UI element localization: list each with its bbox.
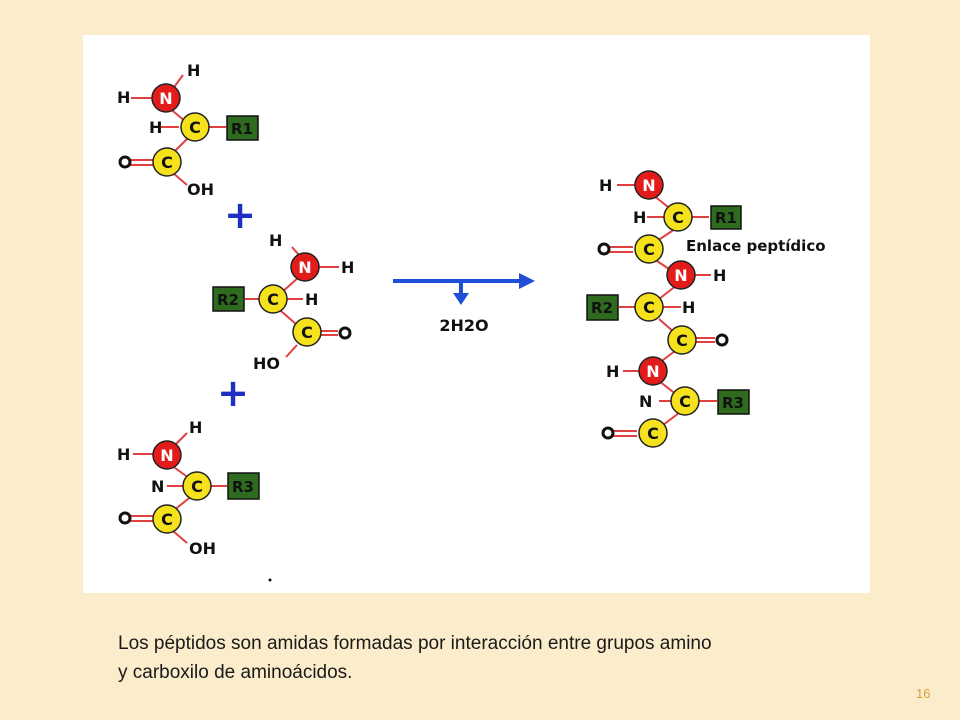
carbon-atom bbox=[180, 112, 210, 142]
oxygen-atom bbox=[338, 326, 352, 340]
nitrogen-label: N bbox=[159, 89, 172, 108]
down-arrow-icon bbox=[453, 293, 469, 305]
hydrogen-atom: H bbox=[633, 208, 646, 227]
plus-sign: + bbox=[217, 371, 249, 415]
r-group-box bbox=[212, 286, 245, 312]
carbon-label: C bbox=[643, 298, 655, 317]
hydrogen-atom: H bbox=[305, 290, 318, 309]
oxygen-label: O bbox=[83, 35, 84, 36]
carbon-atom bbox=[667, 325, 697, 355]
peptide-bond-label: Enlace peptídico bbox=[686, 237, 826, 255]
oxygen-label: O bbox=[83, 35, 84, 36]
carbon-atom bbox=[292, 317, 322, 347]
carbon-atom bbox=[182, 471, 212, 501]
peptide-bond-figure: H H N H C R1 O C OH + H N H R2 C H C bbox=[83, 35, 870, 593]
carbon-label: C bbox=[301, 323, 313, 342]
peptide-diagram: H H N H C R1 O C OH + H N H R2 C H C bbox=[83, 35, 826, 582]
carbon-label: C bbox=[161, 510, 173, 529]
r-group-box bbox=[717, 389, 750, 415]
oxygen-atom bbox=[601, 426, 615, 440]
carbon-atom bbox=[670, 386, 700, 416]
nitrogen-label: N bbox=[160, 446, 173, 465]
carbon-atom bbox=[258, 284, 288, 314]
oxygen-label: O bbox=[83, 35, 84, 36]
nitrogen-atom bbox=[634, 170, 664, 200]
r-group-box bbox=[586, 294, 619, 321]
hydroxyl-group: OH bbox=[189, 539, 216, 558]
page-number: 16 bbox=[916, 686, 931, 701]
nitrogen-label: N bbox=[674, 266, 687, 285]
carbon-label: C bbox=[672, 208, 684, 227]
amino-acid-2: H N H R2 C H C O HO bbox=[83, 35, 354, 373]
carbon-label: C bbox=[267, 290, 279, 309]
nitrogen-atom bbox=[290, 252, 320, 282]
hydrogen-atom: H bbox=[117, 88, 130, 107]
caption-line-1: Los péptidos son amidas formadas por int… bbox=[118, 633, 712, 654]
plus-sign: + bbox=[224, 193, 256, 237]
r-group-box bbox=[226, 115, 259, 141]
dot-mark bbox=[268, 578, 272, 582]
slide-caption: Los péptidos son amidas formadas por int… bbox=[118, 629, 878, 687]
amino-acid-3: H H N N C R3 O C OH bbox=[83, 35, 272, 582]
r-group-label: R3 bbox=[232, 478, 254, 496]
carbon-label: C bbox=[189, 118, 201, 137]
hydrogen-atom: H bbox=[682, 298, 695, 317]
nitrogen-atom: N bbox=[639, 392, 652, 411]
r-group-label: R2 bbox=[217, 291, 239, 309]
r-group-label: R1 bbox=[231, 120, 253, 138]
oxygen-label: O bbox=[83, 35, 84, 36]
nitrogen-atom bbox=[666, 260, 696, 290]
carbon-label: C bbox=[191, 477, 203, 496]
r-group-box bbox=[227, 472, 260, 500]
carbon-label: C bbox=[161, 153, 173, 172]
carbon-atom bbox=[152, 504, 182, 534]
nitrogen-atom bbox=[638, 356, 668, 386]
carbon-atom bbox=[638, 418, 668, 448]
oxygen-label: O bbox=[83, 35, 84, 36]
carbon-atom bbox=[634, 292, 664, 322]
nitrogen-atom bbox=[151, 83, 181, 113]
caption-line-2: y carboxilo de aminoácidos. bbox=[118, 662, 353, 683]
carbon-atom bbox=[152, 147, 182, 177]
hydrogen-atom: H bbox=[341, 258, 354, 277]
hydrogen-atom: H bbox=[187, 61, 200, 80]
oxygen-label: O bbox=[83, 35, 84, 36]
carbon-label: C bbox=[676, 331, 688, 350]
nitrogen-label: N bbox=[298, 258, 311, 277]
water-label: 2H2O bbox=[439, 316, 488, 335]
r-group-label: R3 bbox=[722, 394, 744, 412]
carbon-label: C bbox=[643, 240, 655, 259]
nitrogen-atom: N bbox=[151, 477, 164, 496]
hydroxyl-group: OH bbox=[187, 180, 214, 199]
oxygen-atom bbox=[118, 155, 132, 169]
tripeptide-product: H N H C R1 O C Enlace peptídico N H R2 C… bbox=[83, 35, 826, 448]
hydrogen-atom: H bbox=[606, 362, 619, 381]
nitrogen-atom bbox=[152, 440, 182, 470]
carbon-atom bbox=[634, 234, 664, 264]
oxygen-atom bbox=[715, 333, 729, 347]
nitrogen-label: N bbox=[646, 362, 659, 381]
r-group-label: R1 bbox=[715, 209, 737, 227]
r-group-box bbox=[710, 205, 742, 230]
carbon-atom bbox=[663, 202, 693, 232]
oxygen-atom bbox=[118, 511, 132, 525]
carbon-label: C bbox=[647, 424, 659, 443]
hydrogen-atom: H bbox=[189, 418, 202, 437]
hydrogen-atom: H bbox=[149, 118, 162, 137]
oxygen-atom bbox=[597, 242, 611, 256]
hydrogen-atom: H bbox=[117, 445, 130, 464]
hydrogen-atom: H bbox=[713, 266, 726, 285]
nitrogen-label: N bbox=[642, 176, 655, 195]
carbon-label: C bbox=[679, 392, 691, 411]
amino-acid-1: H H N H C R1 O C OH bbox=[83, 35, 259, 199]
hydrogen-atom: H bbox=[599, 176, 612, 195]
hydrogen-atom: H bbox=[269, 231, 282, 250]
r-group-label: R2 bbox=[591, 299, 613, 317]
reaction-arrow: 2H2O bbox=[393, 273, 535, 335]
hydroxyl-group: HO bbox=[253, 354, 280, 373]
